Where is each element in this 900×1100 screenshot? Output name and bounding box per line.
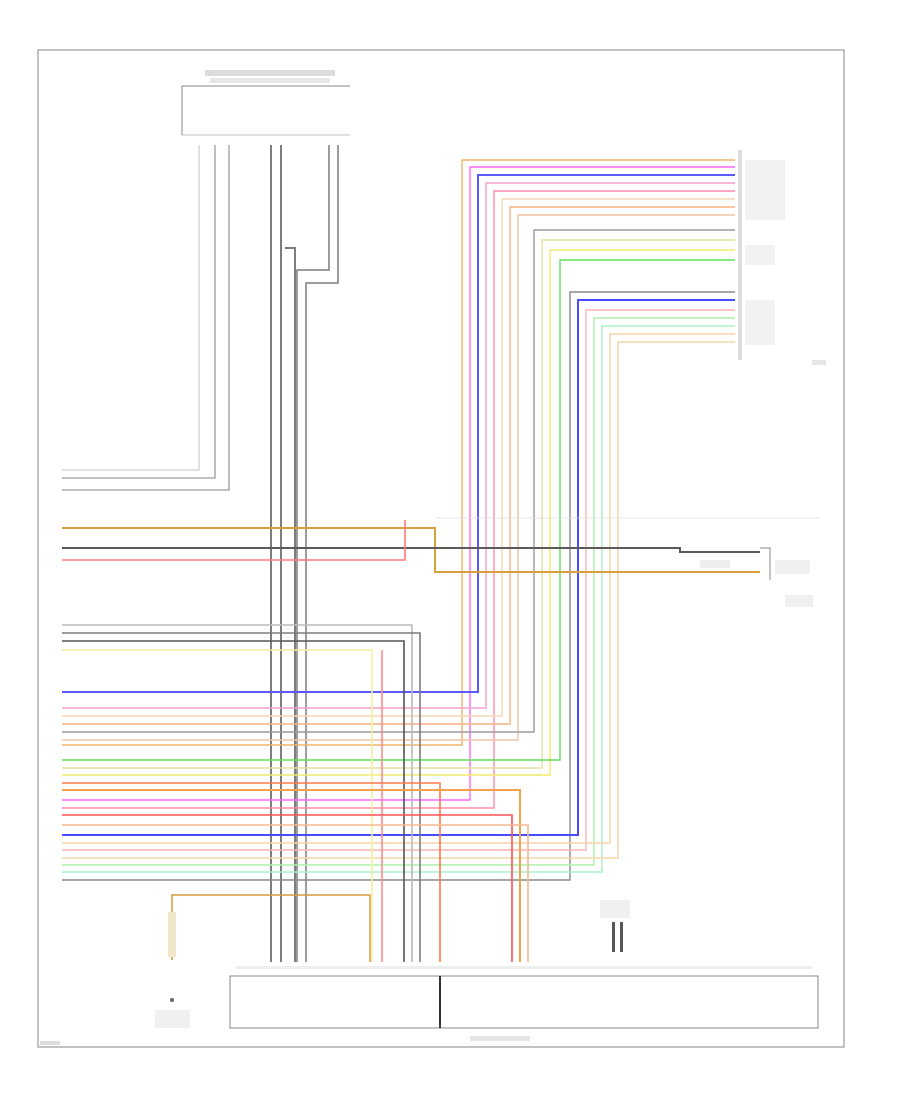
left-pin-column <box>45 468 57 888</box>
ground-connector <box>155 894 371 1028</box>
top-connector-wires <box>62 145 339 962</box>
signal-wires <box>62 159 735 881</box>
bottom-pin-row <box>236 966 812 969</box>
bottom-right-component <box>600 900 630 952</box>
bottom-module <box>40 975 819 1045</box>
right-middle-component <box>700 547 813 607</box>
top-connector <box>181 70 350 136</box>
diagram-frame <box>37 49 845 1048</box>
right-upper-connector <box>738 150 826 365</box>
middle-wires <box>62 517 820 962</box>
